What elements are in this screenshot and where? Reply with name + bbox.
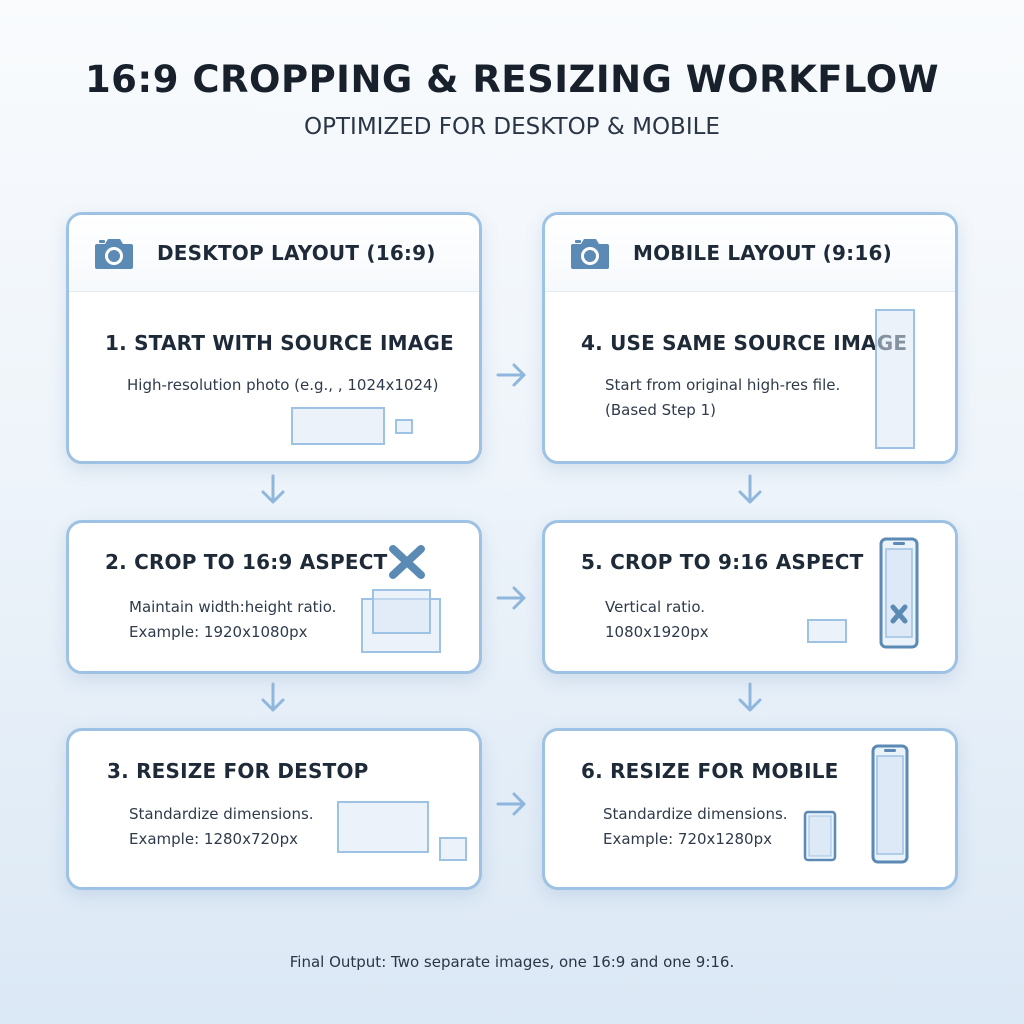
desktop-card-header bbox=[69, 215, 479, 292]
step-4-desc-line-1: Start from original high-res file. bbox=[605, 376, 841, 394]
final-output-note: Final Output: Two separate images, one 1… bbox=[289, 953, 735, 971]
step-1-title: 1. START WITH SOURCE IMAGE bbox=[105, 331, 454, 355]
step-3-desc-line-1: Standardize dimensions. bbox=[129, 805, 314, 823]
step-5-desc-line-1: Vertical ratio. bbox=[605, 598, 706, 616]
crop-frame-inner bbox=[372, 589, 431, 634]
arrow-right-icon bbox=[496, 586, 526, 610]
desktop-layout-header: DESKTOP LAYOUT (16:9) bbox=[157, 241, 436, 265]
arrow-down-icon bbox=[261, 682, 285, 712]
arrow-right-icon bbox=[496, 792, 526, 816]
step-6-desc-line-2: Example: 720x1280px bbox=[603, 830, 772, 848]
mobile-step-5-card: 5. CROP TO 9:16 ASPECT Vertical ratio. 1… bbox=[542, 520, 958, 674]
mobile-layout-header: MOBILE LAYOUT (9:16) bbox=[633, 241, 892, 265]
step-5-title: 5. CROP TO 9:16 ASPECT bbox=[581, 550, 864, 574]
arrow-down-icon bbox=[738, 682, 762, 712]
desktop-step-3-card: 3. RESIZE FOR DESTOP Standardize dimensi… bbox=[66, 728, 482, 890]
step-4-desc-line-2: (Based Step 1) bbox=[605, 401, 716, 419]
arrow-down-icon bbox=[261, 474, 285, 504]
mobile-step-4-card: MOBILE LAYOUT (9:16) 4. USE SAME SOURCE … bbox=[542, 212, 958, 464]
step-3-title: 3. RESIZE FOR DESTOP bbox=[107, 759, 369, 783]
mobile-step-6-card: 6. RESIZE FOR MOBILE Standardize dimensi… bbox=[542, 728, 958, 890]
step-2-desc-line-1: Maintain width:height ratio. bbox=[129, 598, 337, 616]
step-2-desc-line-2: Example: 1920x1080px bbox=[129, 623, 308, 641]
crop-x-icon bbox=[389, 545, 425, 579]
source-image-vertical bbox=[875, 309, 915, 449]
small-image-thumbnail bbox=[395, 419, 413, 434]
step-6-desc-line-1: Standardize dimensions. bbox=[603, 805, 788, 823]
tablet-icon bbox=[803, 810, 837, 862]
camera-icon bbox=[95, 239, 133, 269]
desktop-step-1-card: DESKTOP LAYOUT (16:9) 1. START WITH SOUR… bbox=[66, 212, 482, 464]
desktop-step-2-card: 2. CROP TO 16:9 ASPECT Maintain width:he… bbox=[66, 520, 482, 674]
small-image-thumbnail bbox=[439, 837, 467, 861]
phone-icon bbox=[879, 537, 919, 649]
mobile-card-header bbox=[545, 215, 955, 292]
small-image-thumbnail bbox=[807, 619, 847, 643]
arrow-right-icon bbox=[496, 363, 526, 387]
step-6-title: 6. RESIZE FOR MOBILE bbox=[581, 759, 839, 783]
step-2-title: 2. CROP TO 16:9 ASPECT bbox=[105, 550, 388, 574]
camera-icon bbox=[571, 239, 609, 269]
phone-icon bbox=[871, 744, 909, 864]
source-image-thumbnail bbox=[291, 407, 385, 445]
resized-desktop-image bbox=[337, 801, 429, 853]
page-title: 16:9 CROPPING & RESIZING WORKFLOW bbox=[84, 58, 940, 101]
step-4-title: 4. USE SAME SOURCE IMAGE bbox=[581, 331, 908, 355]
arrow-down-icon bbox=[738, 474, 762, 504]
step-3-desc-line-2: Example: 1280x720px bbox=[129, 830, 298, 848]
step-5-desc-line-2: 1080x1920px bbox=[605, 623, 709, 641]
step-1-desc-line-1: High-resolution photo (e.g., , 1024x1024… bbox=[127, 376, 439, 394]
page-subtitle: OPTIMIZED FOR DESKTOP & MOBILE bbox=[304, 114, 720, 140]
